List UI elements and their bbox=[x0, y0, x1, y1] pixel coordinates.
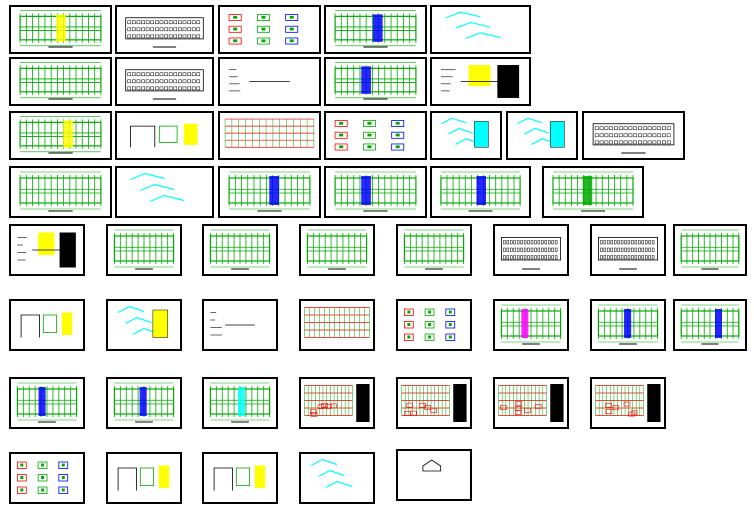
drawing-sheet-plan-blue[interactable] bbox=[324, 166, 427, 218]
drawing-sheet-section[interactable] bbox=[115, 111, 214, 160]
drawing-sheet-detail[interactable] bbox=[218, 5, 321, 54]
drawing-sheet-stair-cyan[interactable] bbox=[506, 111, 578, 160]
drawing-sheet-grid-red[interactable] bbox=[299, 299, 375, 351]
drawing-sheet-notes-dark[interactable] bbox=[9, 224, 85, 276]
drawing-sheet-plan[interactable] bbox=[673, 224, 747, 276]
drawing-sheet-plan-blue[interactable] bbox=[590, 299, 666, 351]
drawing-sheet-notes[interactable] bbox=[202, 299, 278, 351]
drawing-sheet-plan-blue[interactable] bbox=[106, 377, 182, 429]
drawing-sheet-plan-blue[interactable] bbox=[430, 166, 531, 218]
drawing-sheet-plan[interactable] bbox=[202, 224, 278, 276]
drawing-sheet-plan[interactable] bbox=[9, 166, 112, 218]
drawing-sheet-grid-red-dark[interactable] bbox=[493, 377, 569, 429]
drawing-sheet-detail-mixed[interactable] bbox=[324, 111, 427, 160]
drawing-sheet-stair[interactable] bbox=[430, 5, 531, 54]
drawing-sheet-elevation[interactable] bbox=[493, 224, 569, 276]
drawing-sheet-roof[interactable] bbox=[396, 449, 472, 501]
drawing-sheet-stair-yellow[interactable] bbox=[106, 299, 182, 351]
drawing-sheet-plan-yellow[interactable] bbox=[9, 111, 112, 160]
drawing-sheet-notes-dark[interactable] bbox=[430, 57, 531, 106]
drawing-sheet-section[interactable] bbox=[9, 299, 85, 351]
drawing-sheet-grid-red-dark[interactable] bbox=[299, 377, 375, 429]
drawing-sheet-detail-mixed[interactable] bbox=[9, 452, 85, 504]
drawing-sheet-elevation[interactable] bbox=[115, 5, 214, 54]
drawing-sheet-plan-green[interactable] bbox=[542, 166, 644, 218]
drawing-sheet-grid-red-dark[interactable] bbox=[590, 377, 666, 429]
drawing-sheet-plan[interactable] bbox=[396, 224, 472, 276]
drawing-sheet-plan-blue[interactable] bbox=[9, 377, 85, 429]
drawing-sheet-detail-mixed[interactable] bbox=[396, 299, 472, 351]
drawing-sheet-grid-red-dark[interactable] bbox=[396, 377, 472, 429]
drawing-sheet-plan[interactable] bbox=[9, 57, 112, 106]
drawing-sheet-section[interactable] bbox=[106, 452, 182, 504]
drawing-sheet-plan[interactable] bbox=[106, 224, 182, 276]
drawing-sheet-stair[interactable] bbox=[115, 166, 214, 218]
drawing-sheet-plan-blue[interactable] bbox=[324, 5, 427, 54]
drawing-sheet-notes[interactable] bbox=[218, 57, 321, 106]
drawing-sheet-plan-blue[interactable] bbox=[218, 166, 321, 218]
drawing-sheet-elevation[interactable] bbox=[582, 111, 685, 160]
drawing-sheet-elevation[interactable] bbox=[115, 57, 214, 106]
drawing-sheet-plan[interactable] bbox=[299, 224, 375, 276]
drawing-sheet-plan-mixed[interactable] bbox=[202, 377, 278, 429]
drawing-sheet-section[interactable] bbox=[202, 452, 278, 504]
drawing-sheet-plan-magenta[interactable] bbox=[493, 299, 569, 351]
drawing-sheet-stair-cyan[interactable] bbox=[430, 111, 502, 160]
drawing-sheet-grid-red[interactable] bbox=[218, 111, 321, 160]
drawing-sheet-elevation[interactable] bbox=[590, 224, 666, 276]
drawing-sheet-plan-blue[interactable] bbox=[673, 299, 747, 351]
drawing-sheet-plan-yellow[interactable] bbox=[9, 5, 112, 54]
drawing-sheet-plan-blue[interactable] bbox=[324, 57, 427, 106]
drawing-sheet-stair[interactable] bbox=[299, 452, 375, 504]
